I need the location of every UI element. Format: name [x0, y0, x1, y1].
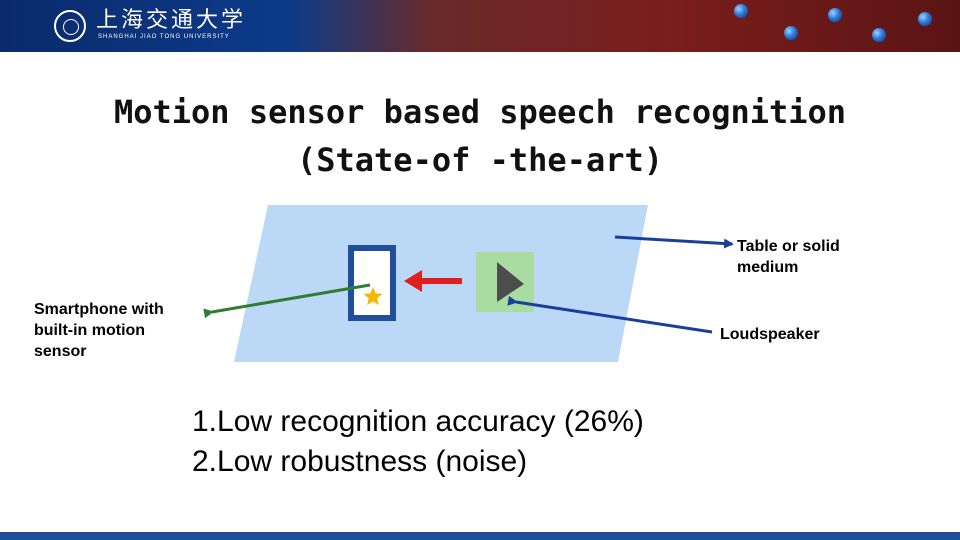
motion-sensor-star-icon — [363, 287, 383, 306]
header-banner: 上海交通大学 SHANGHAI JIAO TONG UNIVERSITY — [0, 0, 960, 52]
speaker-icon — [497, 262, 524, 302]
smartphone-pointer-line — [203, 283, 371, 319]
roof-ornament-icon — [828, 8, 842, 22]
limitation-item: 2.Low robustness (noise) — [192, 445, 528, 478]
roof-ornament-icon — [784, 26, 798, 40]
roof-ornament-icon — [918, 12, 932, 26]
slide-title: Motion sensor based speech recognition (… — [113, 93, 847, 179]
label-table: Table or solid medium — [737, 238, 840, 276]
footer-bar — [0, 532, 960, 540]
roof-ornament-icon — [872, 28, 886, 42]
smartphone-shape — [348, 245, 396, 321]
university-seal-icon — [54, 10, 86, 42]
roof-ornament-icon — [734, 4, 748, 18]
university-logo-en: SHANGHAI JIAO TONG UNIVERSITY — [98, 34, 230, 40]
limitation-item: 1.Low recognition accuracy (26%) — [192, 405, 644, 438]
label-smartphone: Smartphone with built-in motion sensor — [34, 301, 164, 360]
vibration-arrow-head — [404, 270, 422, 292]
loudspeaker-pointer-line — [507, 295, 713, 334]
table-pointer-line — [614, 235, 734, 249]
label-loudspeaker: Loudspeaker — [720, 326, 820, 343]
university-logo-cn: 上海交通大学 — [96, 8, 247, 33]
limitations-list: 1.Low recognition accuracy (26%) 2.Low r… — [192, 402, 644, 482]
